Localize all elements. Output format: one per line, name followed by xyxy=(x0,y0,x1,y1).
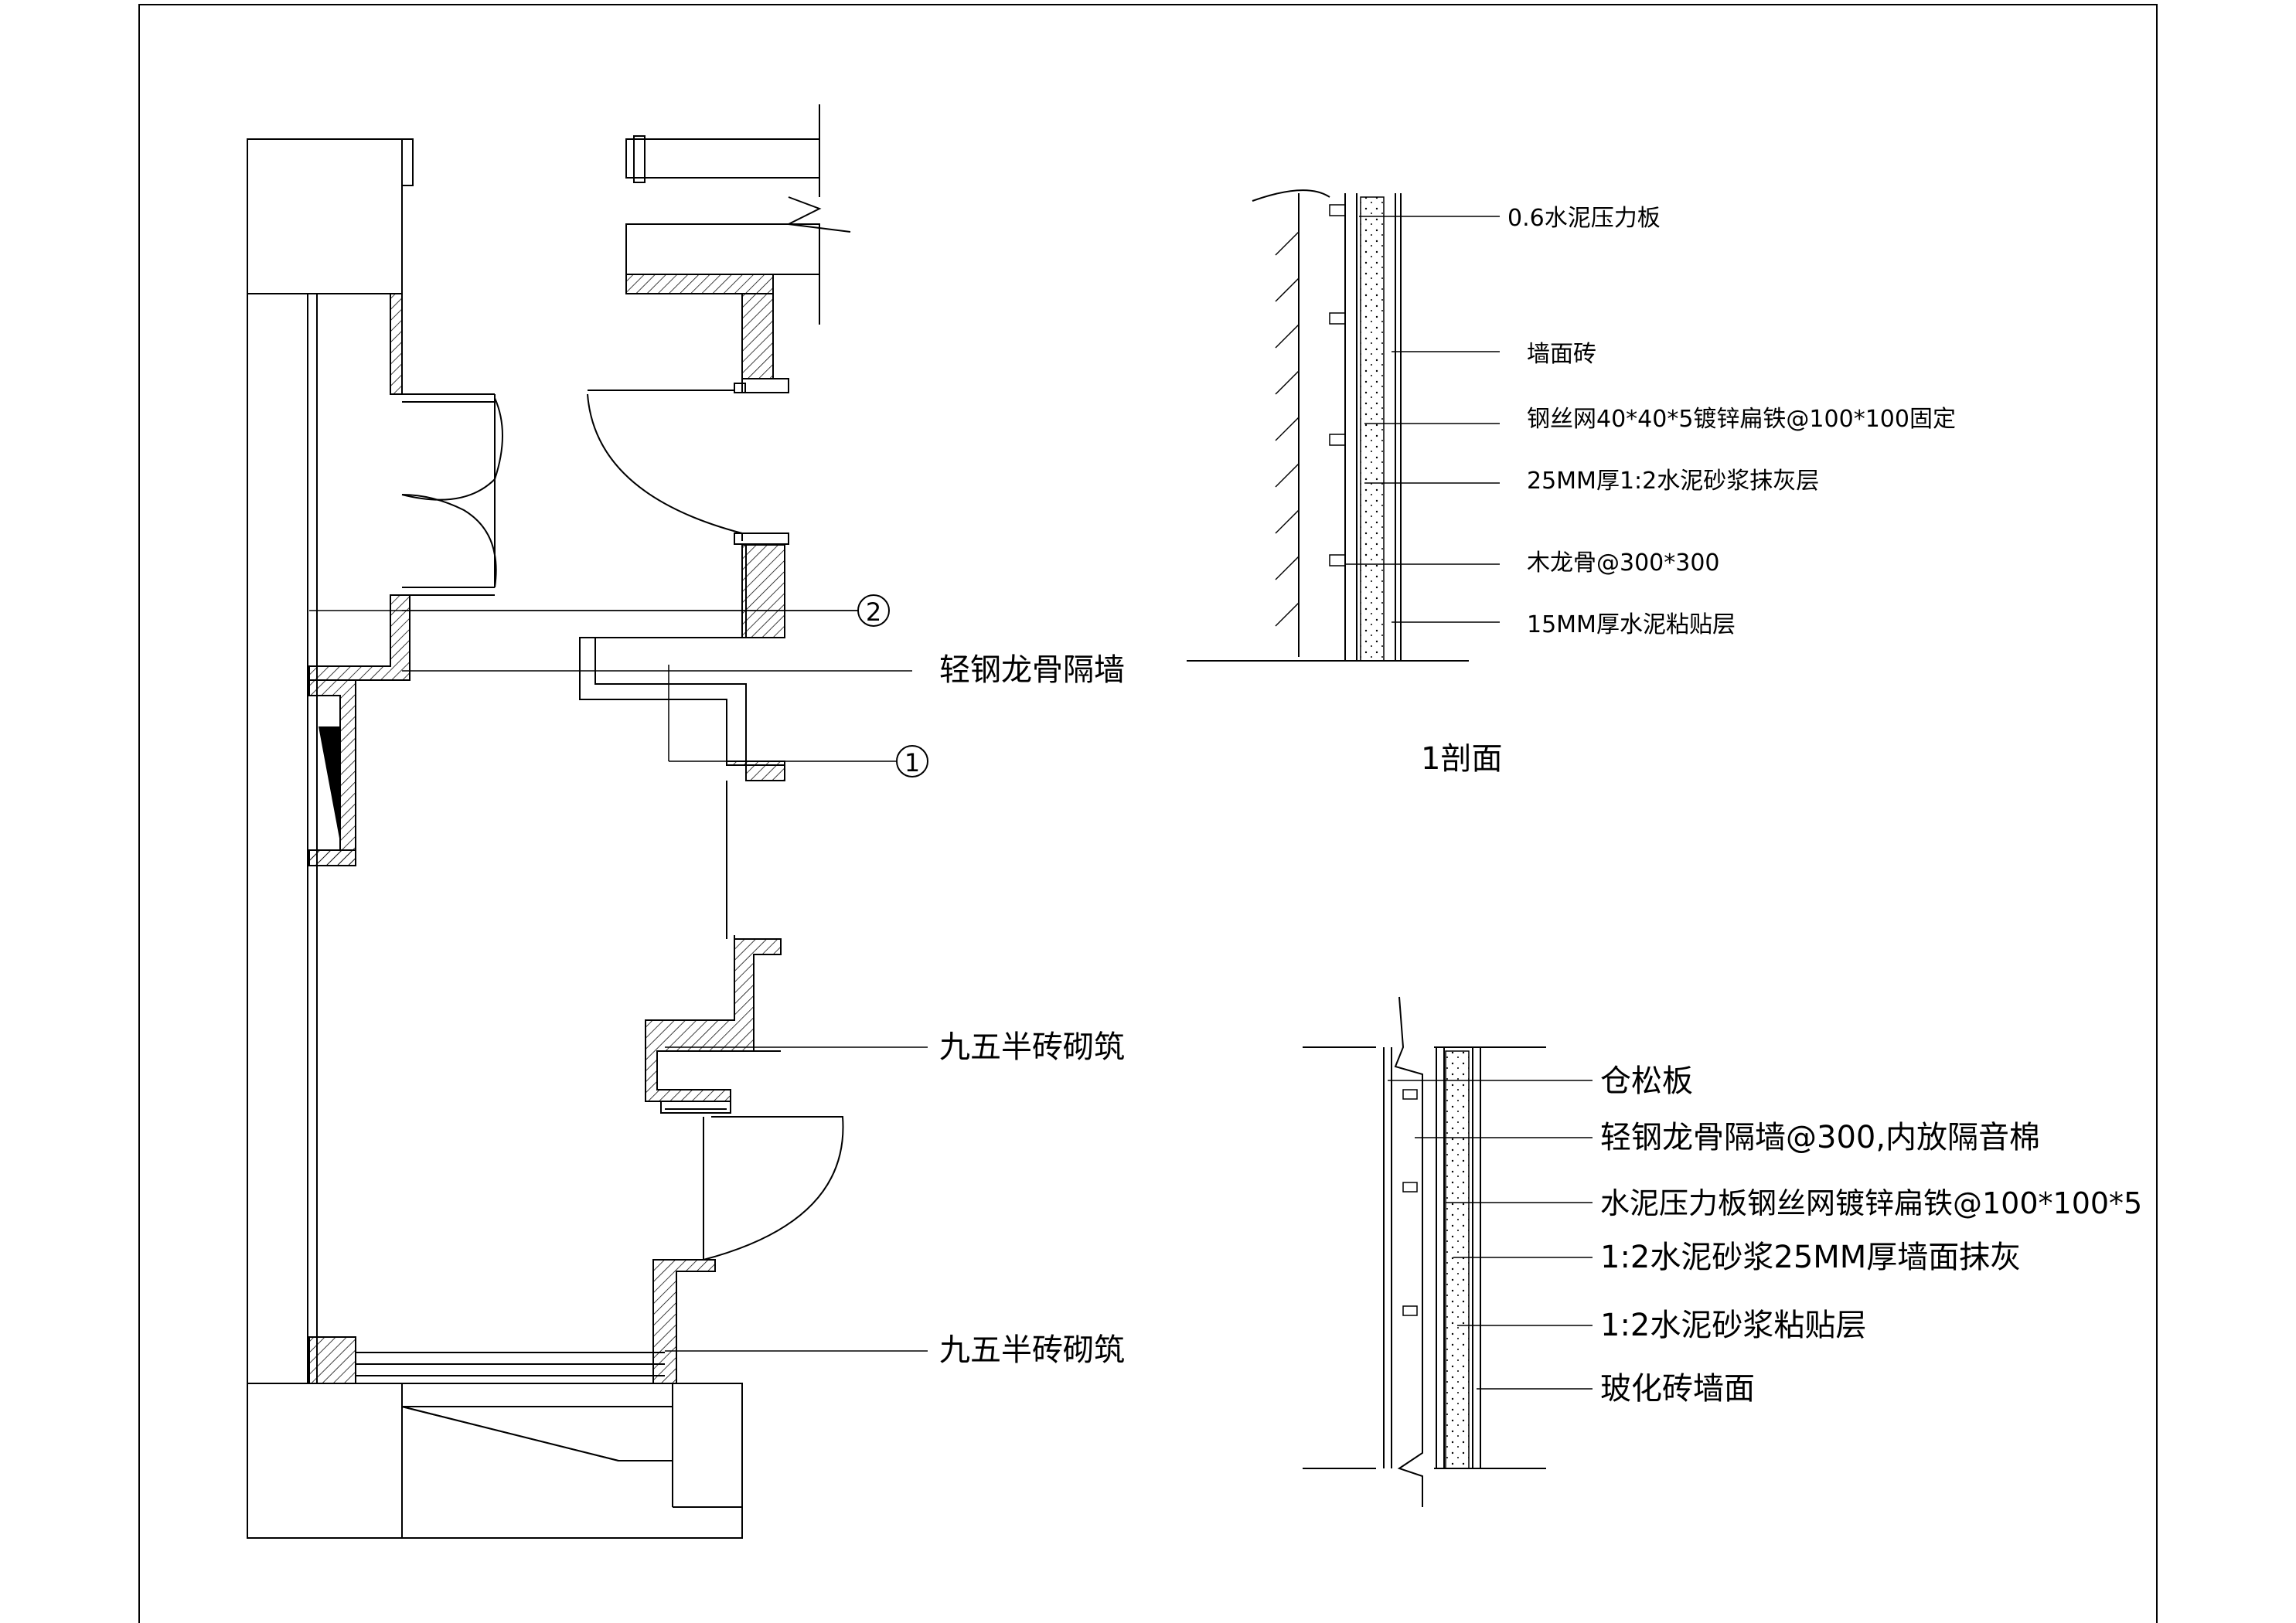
section2-label-4: 1:2水泥砂浆25MM厚墙面抹灰 xyxy=(1600,1240,2021,1275)
callout-partition: 轻钢龙骨隔墙 xyxy=(939,652,1125,688)
section1-label-2: 墙面砖 xyxy=(1527,341,1596,368)
left-wall-top xyxy=(247,138,403,294)
callout-brick-1: 九五半砖砌筑 xyxy=(939,1029,1125,1065)
section1-label-1: 0.6水泥压力板 xyxy=(1507,205,1661,232)
section1-label-6: 15MM厚水泥粘贴层 xyxy=(1527,611,1736,638)
section-marker-1-label: 1 xyxy=(904,748,920,777)
section1-label-3: 钢丝网40*40*5镀锌扁铁@100*100固定 xyxy=(1527,406,1956,433)
column-fill xyxy=(319,726,340,842)
door-swing-1 xyxy=(401,397,503,501)
left-column-lower xyxy=(308,1336,356,1384)
section1-label-4: 25MM厚1:2水泥砂浆抹灰层 xyxy=(1527,468,1819,495)
left-jamb-upper xyxy=(390,293,403,395)
right-wall-lower xyxy=(652,1259,716,1384)
section2-label-1: 仓松板 xyxy=(1600,1063,1693,1099)
section1-title: 1剖面 xyxy=(1421,741,1502,777)
section2-label-6: 玻化砖墙面 xyxy=(1600,1371,1755,1407)
right-wall-mid xyxy=(645,938,782,1102)
section-marker-2 xyxy=(857,594,890,627)
bottom-block xyxy=(247,1383,743,1539)
door-swing-2 xyxy=(401,494,497,588)
section1-label-5: 木龙骨@300*300 xyxy=(1527,550,1720,577)
door-swing-3 xyxy=(587,393,743,534)
section-2: 仓松板 轻钢龙骨隔墙@300,内放隔音棉 水泥压力板钢丝网镀锌扁铁@100*10… xyxy=(1303,996,2142,1507)
top-right-structure xyxy=(625,104,851,393)
section2-label-3: 水泥压力板钢丝网镀锌扁铁@100*100*5 xyxy=(1600,1186,2142,1220)
door-swing-4 xyxy=(703,1116,844,1261)
partition-wall xyxy=(308,594,410,681)
callout-brick-2: 九五半砖砌筑 xyxy=(939,1332,1125,1368)
t-partition xyxy=(579,544,785,781)
section-1: 0.6水泥压力板 墙面砖 钢丝网40*40*5镀锌扁铁@100*100固定 25… xyxy=(1187,189,1956,777)
section2-label-2: 轻钢龙骨隔墙@300,内放隔音棉 xyxy=(1600,1120,2040,1155)
section2-label-5: 1:2水泥砂浆粘贴层 xyxy=(1600,1308,1866,1343)
section-marker-2-label: 2 xyxy=(866,597,881,627)
sheet-border xyxy=(138,4,2158,1623)
floor-plan: 2 1 轻钢龙骨隔墙 九五半砖砌筑 九五半砖砌筑 xyxy=(247,104,1125,1539)
